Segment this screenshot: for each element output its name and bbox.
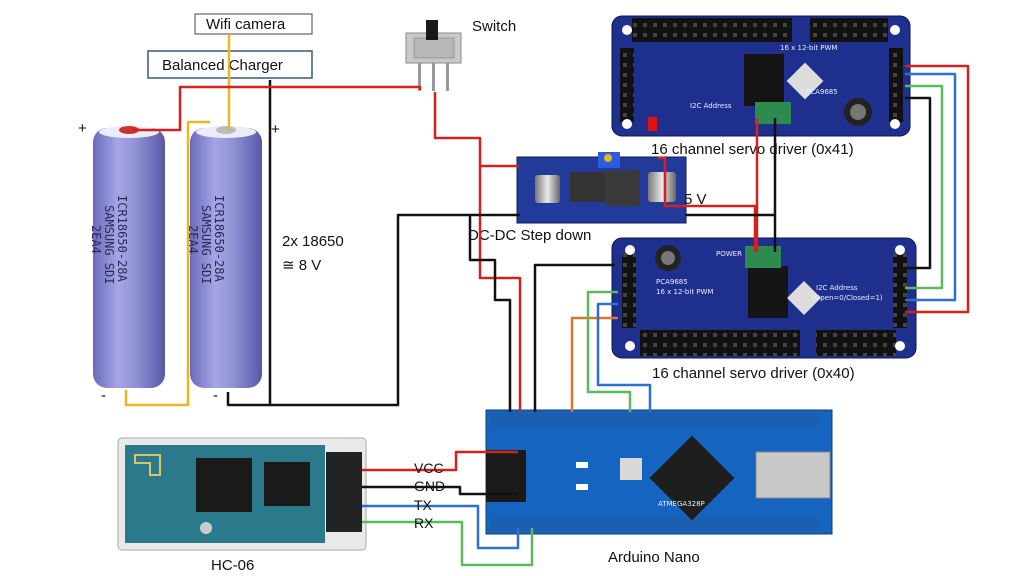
wifi-camera-box bbox=[194, 13, 313, 35]
wire-switch-out bbox=[433, 92, 519, 168]
step-down-label: DC-DC Step down bbox=[468, 227, 591, 244]
wire-batt-pos bbox=[132, 85, 422, 132]
minus-left-label: - bbox=[101, 387, 106, 404]
battery-marking: 2EA4 bbox=[186, 225, 200, 254]
servo-bottom-desc: 16 x 12-bit PWM bbox=[656, 288, 713, 296]
wire-gnd-chain bbox=[905, 96, 932, 270]
bt-pin-vcc: VCC bbox=[414, 460, 444, 476]
hc06-label: HC-06 bbox=[211, 557, 254, 574]
servo-top-desc: 16 x 12-bit PWM bbox=[780, 44, 837, 52]
plus-left-label: + bbox=[78, 120, 87, 137]
wire-ground-servo bbox=[533, 263, 615, 412]
battery-left: ICR18650-28A SAMSUNG SDI 2EA4 bbox=[89, 126, 165, 388]
dc-dc-step-down bbox=[516, 152, 687, 224]
plus-right-label: + bbox=[271, 121, 280, 138]
switch-label: Switch bbox=[472, 18, 516, 35]
wire-5v-nano bbox=[570, 316, 618, 412]
battery-marking: ICR18650-28A bbox=[212, 195, 226, 282]
wire-bt-vcc bbox=[362, 450, 518, 472]
servo-bottom-brand: PCA9685 bbox=[656, 278, 688, 286]
servo-driver-top: I2C Address 16 x 12-bit PWM PCA9685 bbox=[611, 15, 911, 137]
servo-driver-bottom: I2C Address (Open=0/Closed=1) PCA9685 16… bbox=[611, 237, 917, 359]
slide-switch bbox=[405, 20, 462, 91]
wire-ground-2 bbox=[468, 215, 512, 412]
nano-label: Arduino Nano bbox=[608, 549, 700, 566]
bt-pin-gnd: GND bbox=[414, 478, 445, 494]
servo-bottom-label: 16 channel servo driver (0x40) bbox=[652, 365, 855, 382]
servo-bottom-power: POWER bbox=[716, 250, 742, 258]
balanced-charger-label: Balanced Charger bbox=[162, 57, 283, 74]
battery-marking: SAMSUNG SDI bbox=[199, 205, 213, 284]
bt-pin-tx: TX bbox=[414, 497, 433, 513]
wire-bt-tx bbox=[362, 504, 520, 550]
servo-top-addr: I2C Address bbox=[690, 102, 732, 110]
hc06-module bbox=[117, 437, 367, 551]
wire-bt-gnd bbox=[362, 485, 518, 496]
wire-sda-chain bbox=[905, 72, 957, 302]
battery-marking: SAMSUNG SDI bbox=[102, 205, 116, 284]
wire-vcc-chain bbox=[905, 64, 970, 314]
five-volt-label: 5 V bbox=[684, 191, 707, 208]
wire-ground bbox=[226, 213, 520, 407]
servo-top-label: 16 channel servo driver (0x41) bbox=[651, 141, 854, 158]
servo-bottom-addr: I2C Address bbox=[816, 284, 858, 292]
wire-scl-nano bbox=[586, 290, 632, 412]
battery-marking: ICR18650-28A bbox=[115, 195, 129, 282]
minus-right-label: - bbox=[213, 387, 218, 404]
wire-vin bbox=[478, 166, 522, 412]
wifi-camera-label: Wifi camera bbox=[206, 16, 286, 33]
nano-chip: ATMEGA328P bbox=[658, 500, 705, 508]
wire-5v bbox=[658, 156, 757, 252]
wire-sda-nano bbox=[596, 302, 652, 412]
wire-scl-chain bbox=[905, 84, 944, 290]
arduino-nano: ATMEGA328P bbox=[485, 409, 833, 535]
bt-pin-rx: RX bbox=[414, 515, 434, 531]
wire-bt-rx bbox=[362, 520, 534, 567]
wire-battery-series bbox=[124, 120, 210, 407]
battery-voltage-label: ≅ 8 V bbox=[282, 257, 321, 274]
servo-top-brand: PCA9685 bbox=[806, 88, 838, 96]
battery-right: ICR18650-28A SAMSUNG SDI 2EA4 bbox=[186, 126, 262, 388]
battery-marking: 2EA4 bbox=[89, 225, 103, 254]
servo-bottom-addr2: (Open=0/Closed=1) bbox=[812, 294, 883, 302]
battery-count-label: 2x 18650 bbox=[282, 233, 344, 250]
